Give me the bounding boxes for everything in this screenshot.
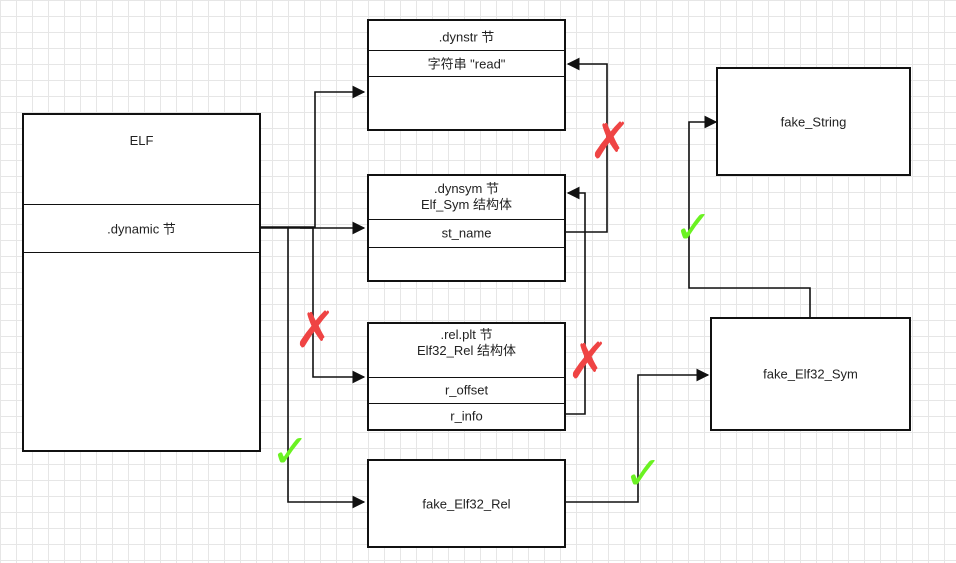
- check-mark-fake-string: ✓: [674, 200, 713, 254]
- fake-sym-box: fake_Elf32_Sym: [710, 317, 911, 431]
- dynsym-title-row: .dynsym 节 Elf_Sym 结构体: [369, 176, 564, 220]
- dynstr-string-row: 字符串 "read": [369, 50, 564, 77]
- relplt-roffset-row: r_offset: [369, 377, 564, 404]
- relplt-box: .rel.plt 节 Elf32_Rel 结构体 r_offset r_info: [367, 322, 566, 431]
- elf-box: ELF .dynamic 节: [22, 113, 261, 452]
- fake-sym-label: fake_Elf32_Sym: [763, 366, 858, 382]
- dynstr-title: .dynstr 节: [438, 29, 495, 44]
- cross-mark-relplt: ✗: [294, 301, 336, 359]
- relplt-rinfo-label: r_info: [450, 408, 483, 424]
- relplt-rinfo-row: r_info: [369, 403, 564, 429]
- elf-header-divider: [24, 115, 259, 205]
- relplt-title-line2: Elf32_Rel 结构体: [417, 343, 516, 358]
- dynsym-title-line2: Elf_Sym 结构体: [420, 197, 512, 212]
- dynsym-title-line1: .dynsym 节: [433, 181, 499, 196]
- cross-mark-dynstr: ✗: [589, 112, 631, 170]
- dynsym-stname-row: st_name: [369, 219, 564, 248]
- dynstr-string-label: 字符串 "read": [427, 56, 506, 72]
- dynstr-title-row: .dynstr 节: [369, 21, 564, 51]
- fake-string-label: fake_String: [780, 114, 847, 129]
- dynsym-stname-label: st_name: [441, 225, 492, 241]
- edge-dynamic-to-dynstr: [260, 85, 366, 228]
- check-mark-fake-sym: ✓: [624, 446, 663, 500]
- elf-dynamic-section: .dynamic 节: [24, 204, 259, 253]
- check-mark-fake-rel: ✓: [271, 424, 310, 478]
- fake-string-box: fake_String: [716, 67, 911, 176]
- dynstr-box: .dynstr 节 字符串 "read": [367, 19, 566, 131]
- fake-rel-box: fake_Elf32_Rel: [367, 459, 566, 548]
- relplt-title-line1: .rel.plt 节: [440, 327, 493, 342]
- relplt-title-row: .rel.plt 节 Elf32_Rel 结构体: [369, 324, 564, 378]
- dynsym-box: .dynsym 节 Elf_Sym 结构体 st_name: [367, 174, 566, 282]
- elf-title: ELF: [129, 133, 154, 148]
- cross-mark-dynsym: ✗: [567, 332, 609, 390]
- fake-rel-label: fake_Elf32_Rel: [422, 496, 511, 511]
- elf-dynamic-label: .dynamic 节: [107, 221, 176, 237]
- relplt-roffset-label: r_offset: [444, 382, 489, 398]
